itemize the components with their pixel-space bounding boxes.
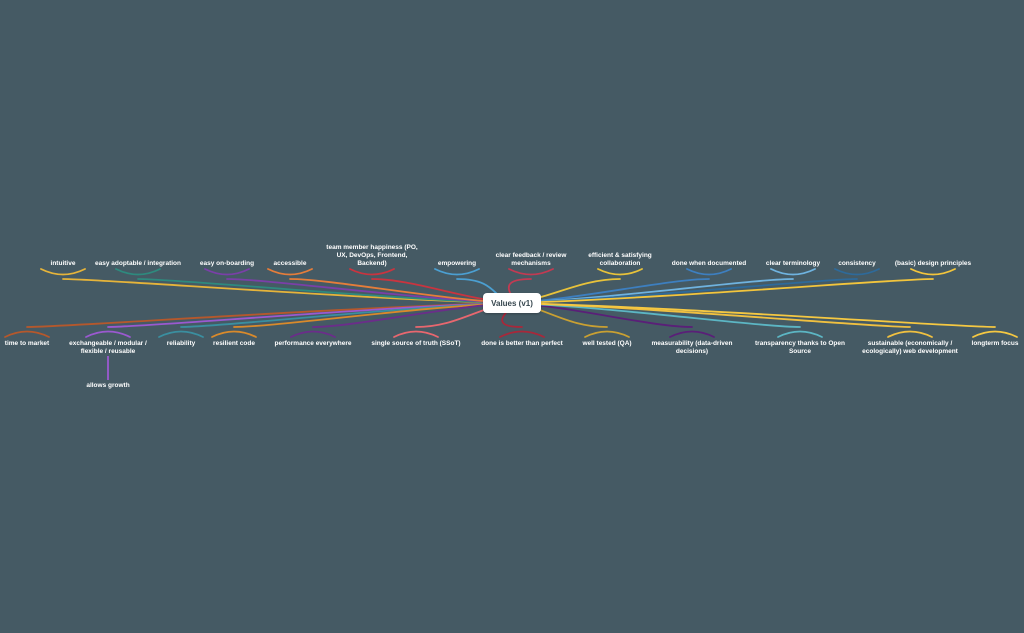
root-topic[interactable]: Values (v1): [483, 293, 541, 313]
topic-team-member-happiness[interactable]: team member happiness (PO, UX, DevOps, F…: [322, 244, 422, 268]
topic-ssot[interactable]: single source of truth (SSoT): [366, 340, 466, 348]
topic-longterm-focus[interactable]: longterm focus: [968, 340, 1023, 348]
topic-label: clear terminology: [765, 260, 821, 267]
topic-accessible[interactable]: accessible: [265, 260, 315, 268]
topic-label: intuitive: [50, 260, 76, 267]
topic-label: accessible: [273, 260, 307, 267]
topic-resilient-code[interactable]: resilient code: [207, 340, 262, 348]
topic-label: resilient code: [213, 340, 255, 347]
connector-top-3: [267, 268, 513, 304]
topic-efficient-collaboration[interactable]: efficient & satisfying collaboration: [581, 252, 659, 268]
topic-well-tested[interactable]: well tested (QA): [577, 340, 637, 348]
topic-label: easy adoptable / integration: [95, 260, 181, 267]
topic-reliability[interactable]: reliability: [156, 340, 206, 348]
topic-clear-feedback[interactable]: clear feedback / review mechanisms: [489, 252, 574, 268]
topic-exchangeable[interactable]: exchangeable / modular / flexible / reus…: [63, 340, 153, 356]
topic-label: consistency: [838, 260, 876, 267]
root-topic-label: Values (v1): [491, 298, 533, 308]
topic-label: (basic) design principles: [894, 260, 972, 267]
topic-label: easy on-boarding: [199, 260, 255, 267]
topic-transparency[interactable]: transparency thanks to Open Source: [750, 340, 850, 356]
topic-label: single source of truth (SSoT): [371, 340, 461, 347]
topic-label: clear feedback / review mechanisms: [495, 252, 567, 267]
topic-label: time to market: [4, 340, 50, 347]
topic-allows-growth[interactable]: allows growth: [78, 382, 138, 390]
topic-easy-on-boarding[interactable]: easy on-boarding: [187, 260, 267, 268]
topic-intuitive[interactable]: intuitive: [33, 260, 93, 268]
topic-label: transparency thanks to Open Source: [755, 340, 845, 355]
topic-label: done when documented: [671, 260, 747, 267]
topic-design-principles[interactable]: (basic) design principles: [883, 260, 983, 268]
topic-clear-terminology[interactable]: clear terminology: [758, 260, 828, 268]
connector-bottom-11: [511, 302, 1018, 338]
topic-label: well tested (QA): [582, 340, 632, 347]
topic-label: longterm focus: [971, 340, 1019, 347]
topic-empowering[interactable]: empowering: [430, 260, 485, 268]
connector-top-2: [204, 268, 513, 304]
topic-label: done is better than perfect: [481, 340, 563, 347]
topic-easy-adoptable[interactable]: easy adoptable / integration: [78, 260, 198, 268]
topic-consistency[interactable]: consistency: [830, 260, 885, 268]
topic-label: sustainable (economically / ecologically…: [862, 340, 958, 355]
topic-label: team member happiness (PO, UX, DevOps, F…: [326, 244, 418, 267]
topic-label: measurability (data-driven decisions): [651, 340, 733, 355]
topic-label: efficient & satisfying collaboration: [588, 252, 652, 267]
topic-label: reliability: [166, 340, 196, 347]
topic-label: performance everywhere: [274, 340, 352, 347]
topic-label: exchangeable / modular / flexible / reus…: [69, 340, 147, 355]
topic-label: allows growth: [86, 382, 130, 389]
topic-time-to-market[interactable]: time to market: [0, 340, 55, 348]
connector-top-1: [115, 268, 513, 304]
topic-measurability[interactable]: measurability (data-driven decisions): [647, 340, 737, 356]
topic-sustainable[interactable]: sustainable (economically / ecologically…: [860, 340, 960, 356]
topic-done-when-documented[interactable]: done when documented: [664, 260, 754, 268]
topic-label: empowering: [437, 260, 477, 267]
connector-bottom-3: [211, 302, 513, 338]
topic-done-is-better[interactable]: done is better than perfect: [476, 340, 568, 348]
connector-top-11: [511, 268, 956, 304]
topic-performance-everywhere[interactable]: performance everywhere: [268, 340, 358, 348]
